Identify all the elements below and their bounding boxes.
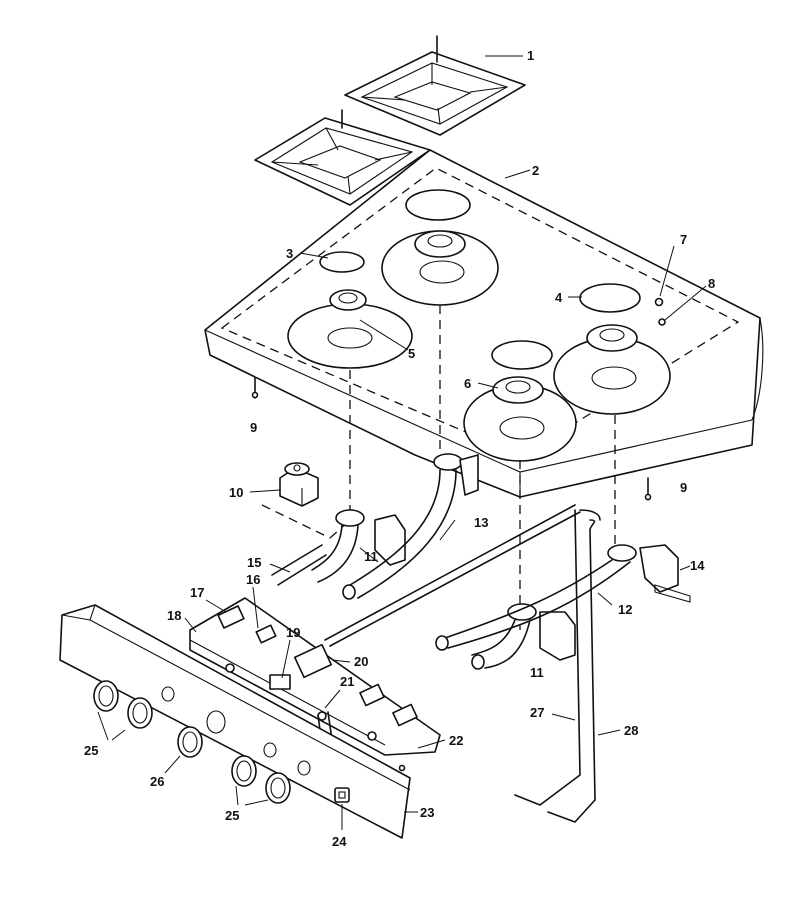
callout-1: 1: [527, 48, 534, 63]
callout-10: 10: [229, 485, 243, 500]
callout-9-right: 9: [680, 480, 687, 495]
burner-grate-front: [254, 109, 431, 206]
alignment-lines: [261, 305, 616, 630]
burner-tubes: [311, 453, 691, 670]
callout-19: 19: [286, 625, 300, 640]
callout-2: 2: [532, 163, 539, 178]
burner-heads: [329, 230, 638, 404]
burner-caps: [319, 189, 641, 370]
callout-26: 26: [150, 774, 164, 789]
callout-23: 23: [420, 805, 434, 820]
callout-14: 14: [690, 558, 705, 573]
burner-bowls: [287, 230, 671, 462]
callout-25-left: 25: [84, 743, 98, 758]
callout-27: 27: [530, 705, 544, 720]
control-knobs: [93, 680, 311, 804]
callout-28: 28: [624, 723, 638, 738]
callout-7: 7: [680, 232, 687, 247]
callout-22: 22: [449, 733, 463, 748]
callout-17: 17: [190, 585, 204, 600]
callout-21: 21: [340, 674, 354, 689]
manifold-assembly: [189, 597, 441, 772]
gas-tubes: [514, 509, 601, 823]
callout-24: 24: [332, 834, 347, 849]
callout-15: 15: [247, 555, 261, 570]
ignition-switch: [334, 787, 350, 803]
callout-4: 4: [555, 290, 563, 305]
callout-18: 18: [167, 608, 181, 623]
callout-labels: 1 2 3 4 5 6 7 8 9 9 10 11 11 12 13 14 15…: [84, 48, 715, 849]
callout-16: 16: [246, 572, 260, 587]
callout-3: 3: [286, 246, 293, 261]
pressure-regulator: [279, 462, 319, 507]
screws: [251, 297, 666, 501]
manifold-rods: [271, 504, 581, 647]
callout-5: 5: [408, 346, 415, 361]
callout-9-left: 9: [250, 420, 257, 435]
callout-12: 12: [618, 602, 632, 617]
callout-20: 20: [354, 654, 368, 669]
burner-grate-rear: [344, 35, 526, 136]
control-panel: [59, 604, 411, 839]
callout-11-rear: 11: [364, 549, 378, 564]
leader-lines: [97, 55, 707, 830]
callout-13: 13: [474, 515, 488, 530]
callout-8: 8: [708, 276, 715, 291]
callout-11-front: 11: [530, 665, 544, 680]
callout-25-right: 25: [225, 808, 239, 823]
callout-6: 6: [464, 376, 471, 391]
